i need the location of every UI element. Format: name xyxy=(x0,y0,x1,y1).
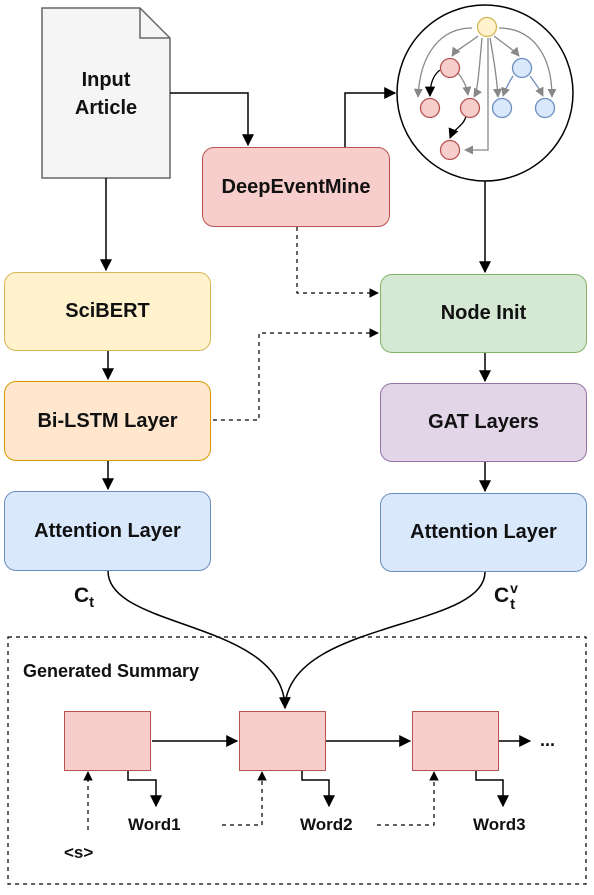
dashed-bilstm-to-nodeinit xyxy=(213,328,379,421)
arrow-cell2-to-word2 xyxy=(301,771,335,808)
decoder-cell-3 xyxy=(412,711,499,771)
arrow-input-to-deepeventmine xyxy=(170,92,254,147)
document-fold xyxy=(139,8,170,39)
generated-summary-frame xyxy=(7,636,587,885)
decoder-cell-2 xyxy=(239,711,326,771)
attention-layer-left-label: Attention Layer xyxy=(34,519,181,542)
input-article-line2: Article xyxy=(74,97,138,119)
input-article-line1: Input xyxy=(81,69,131,91)
scibert-label: SciBERT xyxy=(65,300,150,322)
curve-context-left xyxy=(107,570,291,710)
dashed-deepeventmine-to-nodeinit xyxy=(296,227,379,298)
dashed-word1-to-cell2 xyxy=(222,771,267,826)
deepeventmine-box: DeepEventMine xyxy=(202,147,390,227)
scibert-box: SciBERT xyxy=(4,272,211,351)
deepeventmine-label: DeepEventMine xyxy=(221,175,371,198)
attention-layer-left-box: Attention Layer xyxy=(4,491,211,571)
word-2: Word2 xyxy=(300,815,353,834)
context-right-main: C xyxy=(494,584,510,607)
context-left-main: C xyxy=(74,584,90,607)
curve-context-right xyxy=(284,571,486,709)
input-article-document xyxy=(41,7,171,179)
bilstm-label: Bi-LSTM Layer xyxy=(37,409,178,432)
arrow-cell3-to-word3 xyxy=(475,771,509,808)
bilstm-box: Bi-LSTM Layer xyxy=(4,381,211,461)
decoder-cell-1 xyxy=(64,711,151,771)
start-token: <s> xyxy=(64,843,94,862)
context-right-sub: t xyxy=(510,596,516,613)
gat-layers-box: GAT Layers xyxy=(380,383,587,462)
word-3: Word3 xyxy=(473,815,526,834)
node-init-box: Node Init xyxy=(380,274,587,353)
event-graph-diagram xyxy=(396,4,574,182)
input-article-label: Input Article xyxy=(42,66,170,122)
arrow-cell1-to-word1 xyxy=(127,771,162,808)
gat-layers-label: GAT Layers xyxy=(428,411,539,433)
attention-layer-right-box: Attention Layer xyxy=(380,493,587,572)
decoder-ellipsis: ... xyxy=(540,730,556,750)
context-left-sub: t xyxy=(89,594,95,612)
dashed-word2-to-cell3 xyxy=(377,771,439,826)
context-right-sup: v xyxy=(510,580,518,596)
arrow-deepeventmine-to-graph xyxy=(344,87,397,147)
node-init-label: Node Init xyxy=(440,302,527,324)
word-1: Word1 xyxy=(128,815,181,834)
generated-summary-title: Generated Summary xyxy=(23,661,200,681)
context-vector-left: Ct xyxy=(74,584,94,611)
attention-layer-right-label: Attention Layer xyxy=(410,521,557,543)
